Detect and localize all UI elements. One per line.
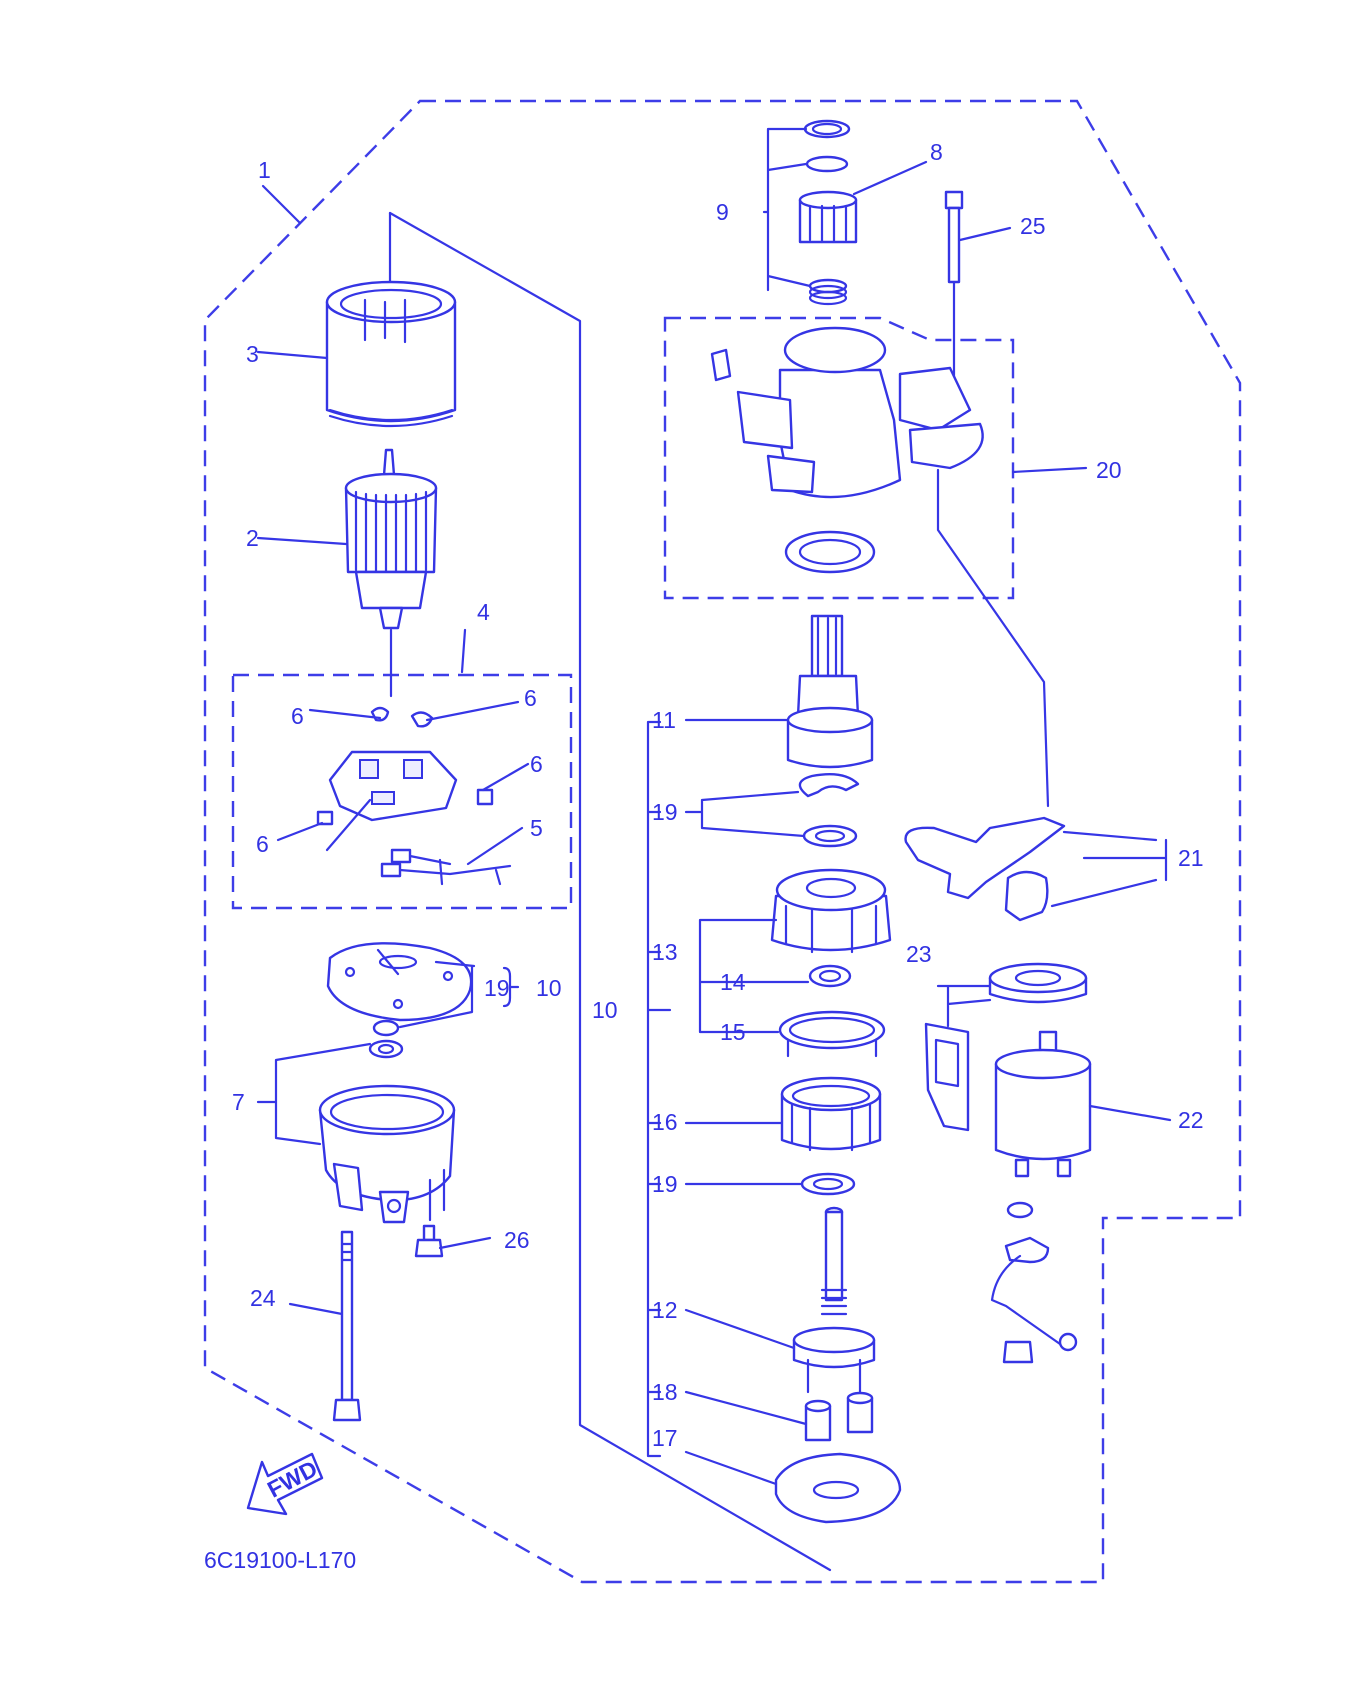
callout-5: 5 <box>530 815 543 841</box>
diagram-code: 6C19100-L170 <box>204 1547 356 1573</box>
assembly-boundary-outline <box>203 99 1242 1584</box>
callout-25: 25 <box>1020 213 1046 239</box>
boot-part-23 <box>924 1022 970 1132</box>
assembly-10-outline <box>388 211 832 1572</box>
brush-holder-box-4 <box>231 673 573 910</box>
callout-10-center: 10 <box>592 997 618 1023</box>
callout-6-b: 6 <box>524 685 537 711</box>
planet-shaft-part-12 <box>792 1206 876 1394</box>
callout-26: 26 <box>504 1227 530 1253</box>
yoke-part-3 <box>325 280 457 428</box>
callout-9: 9 <box>716 199 729 225</box>
callout-2: 2 <box>246 525 259 551</box>
callout-6-c: 6 <box>530 751 543 777</box>
plate-part-19-left <box>326 942 473 1022</box>
callout-17: 17 <box>652 1425 678 1451</box>
planet-gear-part-18 <box>804 1391 874 1442</box>
fwd-label: FWD <box>263 1455 321 1503</box>
callout-22: 22 <box>1178 1107 1204 1133</box>
callout-10-left: 10 <box>536 975 562 1001</box>
callout-11: 11 <box>652 707 676 733</box>
callout-12: 12 <box>652 1297 678 1323</box>
bearing-part-14 <box>808 964 852 988</box>
bushing-part-20 <box>784 530 876 574</box>
solenoid-part-22 <box>994 1030 1092 1178</box>
fwd-arrow-icon: FWD <box>246 1452 324 1516</box>
callout-21: 21 <box>1178 845 1204 871</box>
washer-part-19-left <box>372 1019 400 1037</box>
washer-part-19-lower <box>800 1172 856 1196</box>
callout-3: 3 <box>246 341 259 367</box>
callout-6-d: 6 <box>256 831 269 857</box>
callout-19-b: 19 <box>652 1171 678 1197</box>
through-bolt-part-24 <box>332 1230 362 1422</box>
callout-15: 15 <box>720 1019 746 1045</box>
lead-wire-part <box>990 1201 1078 1364</box>
callout-20: 20 <box>1096 457 1122 483</box>
pinion-stopper-set-9 <box>798 119 858 306</box>
callout-16: 16 <box>652 1109 678 1135</box>
lever-part-21 <box>904 816 1066 922</box>
callout-24: 24 <box>250 1285 276 1311</box>
callout-19-a: 19 <box>652 799 678 825</box>
plate-part-23 <box>988 962 1088 1004</box>
callout-6-a: 6 <box>291 703 304 729</box>
callout-7: 7 <box>232 1089 245 1115</box>
brush-holder-part <box>316 706 494 826</box>
internal-gear-part-16 <box>780 1076 882 1152</box>
callout-19-left: 19 <box>484 975 510 1001</box>
callout-8: 8 <box>930 139 943 165</box>
callout-13: 13 <box>652 939 678 965</box>
screw-part-26 <box>414 1224 444 1258</box>
plate-part-17 <box>774 1452 902 1524</box>
ring-part-15 <box>778 1010 886 1058</box>
washer-part-19-upper <box>802 824 858 848</box>
gear-housing-part-13 <box>770 868 892 954</box>
front-bracket-part-20 <box>710 326 984 499</box>
armature-part-2 <box>344 448 438 630</box>
circlip-part-19 <box>798 773 860 798</box>
shaft-part-11 <box>786 614 874 769</box>
bolt-part-25 <box>944 190 964 412</box>
callout-23: 23 <box>906 941 932 967</box>
bearing-part-7 <box>368 1039 404 1059</box>
front-bracket-box-20 <box>663 316 1015 600</box>
rear-cover-part-7 <box>318 1084 456 1224</box>
callout-1: 1 <box>258 157 271 183</box>
callout-4: 4 <box>477 599 490 625</box>
callout-18: 18 <box>652 1379 678 1405</box>
brush-part-5 <box>380 848 512 886</box>
callout-14: 14 <box>720 969 746 995</box>
